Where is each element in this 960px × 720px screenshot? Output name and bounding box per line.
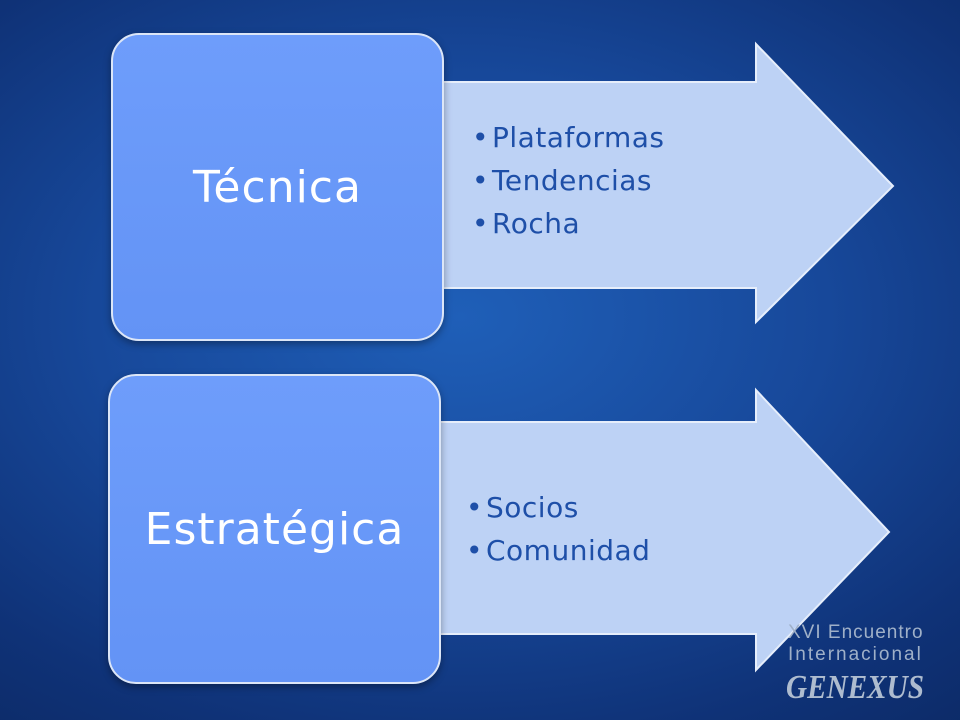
category-label: Estratégica [144, 503, 405, 555]
logo-line-2: Internacional [788, 644, 923, 665]
category-box-1: Técnica [111, 33, 444, 341]
category-box-2: Estratégica [108, 374, 441, 684]
bullet-item: Plataformas [472, 116, 665, 159]
category-label: Técnica [193, 161, 362, 213]
arrow-1-bullet-list: Plataformas Tendencias Rocha [472, 116, 665, 245]
arrow-2-bullet-list: Socios Comunidad [466, 486, 650, 572]
bullet-item: Socios [466, 486, 650, 529]
genexus-event-logo: XVI Encuentro Internacional GENEXUS [786, 622, 924, 706]
bullet-item: Comunidad [466, 529, 650, 572]
bullet-item: Tendencias [472, 159, 665, 202]
genexus-wordmark: GENEXUS [786, 669, 924, 706]
bullet-item: Rocha [472, 202, 665, 245]
logo-line-1: XVI Encuentro [788, 622, 924, 643]
